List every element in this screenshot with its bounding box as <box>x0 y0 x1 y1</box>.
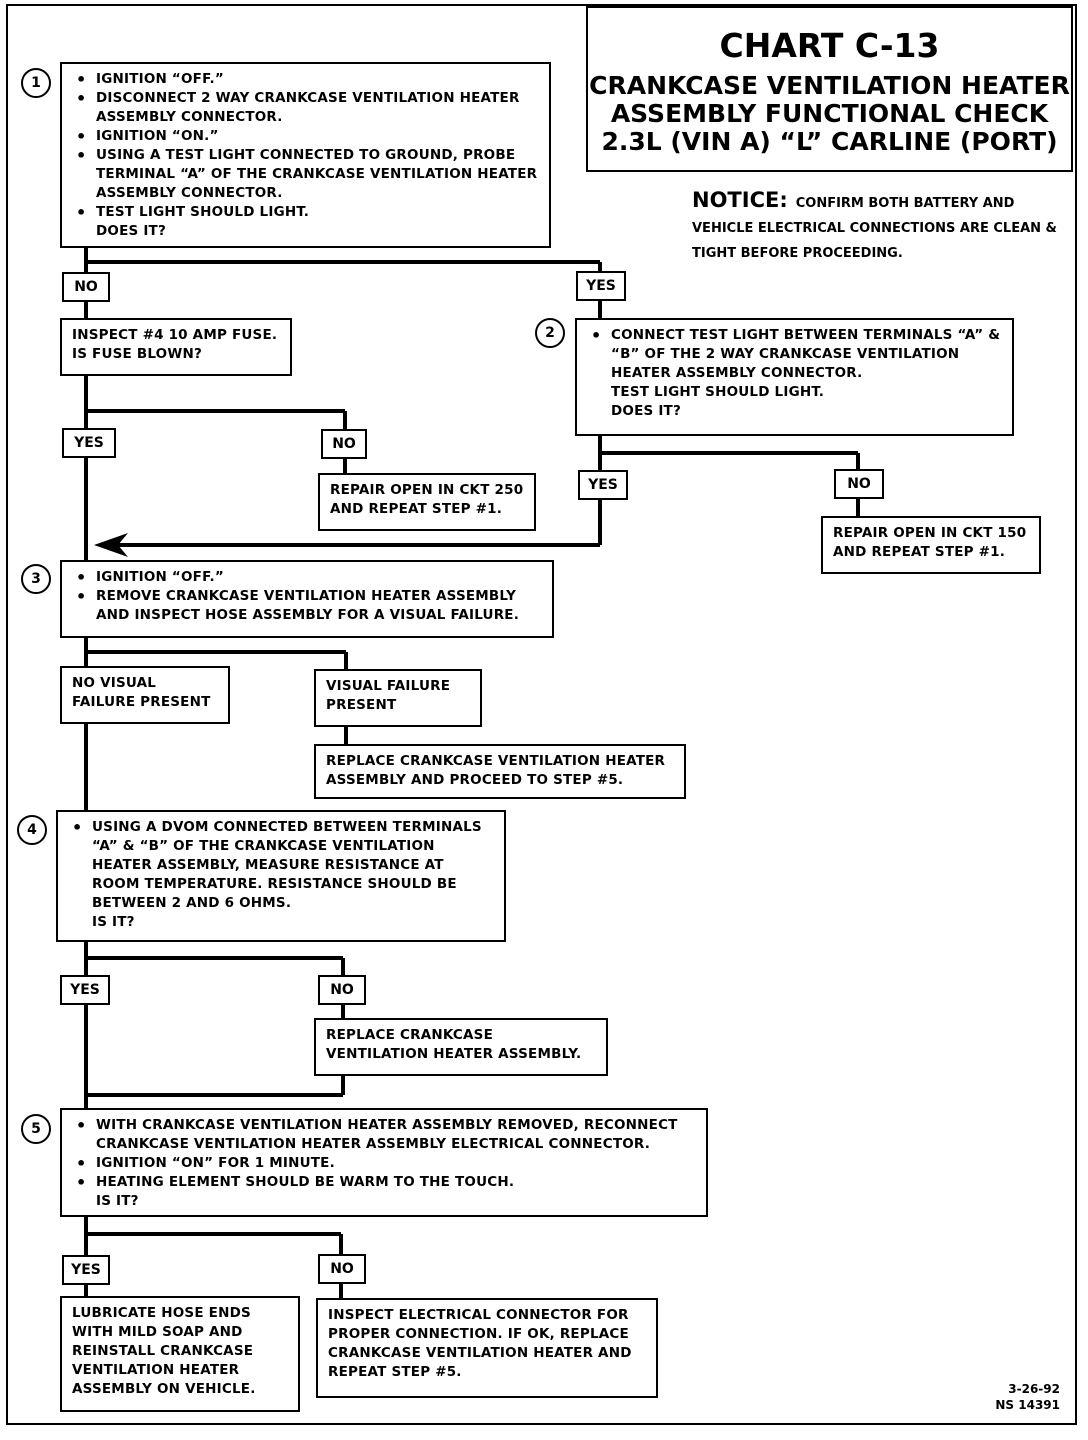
text-line: REPLACE CRANKCASE VENTILATION HEATER <box>326 753 666 769</box>
lubricate-hose-box: LUBRICATE HOSE ENDS WITH MILD SOAP AND R… <box>60 1296 300 1412</box>
list-item: IGNITION “ON.” <box>72 127 539 146</box>
page-border <box>6 4 1077 1425</box>
step-2-marker: 2 <box>535 318 565 348</box>
list-item: WITH CRANKCASE VENTILATION HEATER ASSEMB… <box>72 1116 696 1154</box>
notice-heading: NOTICE: <box>692 188 788 212</box>
text-line: REPAIR OPEN IN CKT 150 <box>833 525 1027 541</box>
repair-ckt-250-box: REPAIR OPEN IN CKT 250 AND REPEAT STEP #… <box>318 473 536 531</box>
replace-assembly-box: REPLACE CRANKCASE VENTILATION HEATER ASS… <box>314 1018 608 1076</box>
yes-label: YES <box>576 271 626 301</box>
footer-date: 3-26-92 <box>1008 1382 1060 1396</box>
list-item: IGNITION “ON” FOR 1 MINUTE. <box>72 1154 696 1173</box>
visual-failure-box: VISUAL FAILURE PRESENT <box>314 669 482 727</box>
list-item: HEATING ELEMENT SHOULD BE WARM TO THE TO… <box>72 1173 696 1192</box>
text-line: NO VISUAL <box>72 675 157 691</box>
step-3-list: IGNITION “OFF.” REMOVE CRANKCASE VENTILA… <box>72 568 542 625</box>
text-line: REINSTALL CRANKCASE <box>72 1343 254 1359</box>
subtitle-line: CRANKCASE VENTILATION HEATER <box>589 71 1070 100</box>
step-1-list: IGNITION “OFF.” DISCONNECT 2 WAY CRANKCA… <box>72 70 539 241</box>
text-line: VENTILATION HEATER <box>72 1362 240 1378</box>
text-line: REPEAT STEP #5. <box>328 1364 462 1380</box>
yes-label: YES <box>60 975 110 1005</box>
step-question: IS IT? <box>96 1193 139 1209</box>
list-item: REMOVE CRANKCASE VENTILATION HEATER ASSE… <box>72 587 542 625</box>
list-item: USING A TEST LIGHT CONNECTED TO GROUND, … <box>72 146 539 203</box>
chart-subtitle: CRANKCASE VENTILATION HEATER ASSEMBLY FU… <box>588 72 1071 156</box>
text-line: PROPER CONNECTION. IF OK, REPLACE <box>328 1326 629 1342</box>
text-line: ASSEMBLY ON VEHICLE. <box>72 1381 256 1397</box>
footer-reference: 3-26-92 NS 14391 <box>990 1381 1060 1413</box>
step-question: IS IT? <box>92 914 135 930</box>
step-1-box: IGNITION “OFF.” DISCONNECT 2 WAY CRANKCA… <box>60 62 551 248</box>
step-4-list: USING A DVOM CONNECTED BETWEEN TERMINALS… <box>68 818 494 932</box>
list-item: DISCONNECT 2 WAY CRANKCASE VENTILATION H… <box>72 89 539 127</box>
text-line: LUBRICATE HOSE ENDS <box>72 1305 251 1321</box>
yes-label: YES <box>62 1255 110 1285</box>
chart-title: CHART C-13 <box>719 26 940 65</box>
subtitle-line: ASSEMBLY FUNCTIONAL CHECK <box>610 99 1049 128</box>
list-item: USING A DVOM CONNECTED BETWEEN TERMINALS… <box>68 818 494 913</box>
step-4-box: USING A DVOM CONNECTED BETWEEN TERMINALS… <box>56 810 506 942</box>
text-line: AND REPEAT STEP #1. <box>833 544 1006 560</box>
text-line: ASSEMBLY AND PROCEED TO STEP #5. <box>326 772 624 788</box>
text-line: PRESENT <box>326 697 397 713</box>
yes-label: YES <box>62 428 116 458</box>
text-line: IS FUSE BLOWN? <box>72 346 202 362</box>
step-5-box: WITH CRANKCASE VENTILATION HEATER ASSEMB… <box>60 1108 708 1217</box>
inspect-connector-box: INSPECT ELECTRICAL CONNECTOR FOR PROPER … <box>316 1298 658 1398</box>
no-visual-failure-box: NO VISUAL FAILURE PRESENT <box>60 666 230 724</box>
no-label: NO <box>834 469 884 499</box>
step-2-list: CONNECT TEST LIGHT BETWEEN TERMINALS “A”… <box>587 326 1002 421</box>
text-line: INSPECT ELECTRICAL CONNECTOR FOR <box>328 1307 629 1323</box>
text-line: VENTILATION HEATER ASSEMBLY. <box>326 1046 582 1062</box>
inspect-fuse-box: INSPECT #4 10 AMP FUSE. IS FUSE BLOWN? <box>60 318 292 376</box>
step-question: DOES IT? <box>96 223 166 239</box>
step-question: DOES IT? <box>611 403 681 419</box>
step-3-marker: 3 <box>21 564 51 594</box>
no-label: NO <box>318 1254 366 1284</box>
step-5-list: WITH CRANKCASE VENTILATION HEATER ASSEMB… <box>72 1116 696 1211</box>
text-line: AND REPEAT STEP #1. <box>330 501 503 517</box>
title-block: CHART C-13 CRANKCASE VENTILATION HEATER … <box>586 6 1073 172</box>
notice: NOTICE:CONFIRM BOTH BATTERY AND VEHICLE … <box>692 188 1072 266</box>
text-line: FAILURE PRESENT <box>72 694 211 710</box>
list-item: CONNECT TEST LIGHT BETWEEN TERMINALS “A”… <box>587 326 1002 383</box>
list-item: IGNITION “OFF.” <box>72 568 542 587</box>
replace-and-proceed-box: REPLACE CRANKCASE VENTILATION HEATER ASS… <box>314 744 686 799</box>
step-1-marker: 1 <box>21 68 51 98</box>
text-line: WITH MILD SOAP AND <box>72 1324 243 1340</box>
step-2-box: CONNECT TEST LIGHT BETWEEN TERMINALS “A”… <box>575 318 1014 436</box>
repair-ckt-150-box: REPAIR OPEN IN CKT 150 AND REPEAT STEP #… <box>821 516 1041 574</box>
footer-code: NS 14391 <box>995 1398 1060 1412</box>
text-line: REPLACE CRANKCASE <box>326 1027 493 1043</box>
list-item: TEST LIGHT SHOULD LIGHT. <box>72 203 539 222</box>
text-line: VISUAL FAILURE <box>326 678 451 694</box>
text-line: CRANKCASE VENTILATION HEATER AND <box>328 1345 632 1361</box>
notice-text: CONFIRM BOTH BATTERY AND VEHICLE ELECTRI… <box>692 196 1057 261</box>
yes-label: YES <box>578 470 628 500</box>
step-5-marker: 5 <box>21 1114 51 1144</box>
text-line: REPAIR OPEN IN CKT 250 <box>330 482 524 498</box>
list-item: IGNITION “OFF.” <box>72 70 539 89</box>
subtitle-line: 2.3L (VIN A) “L” CARLINE (PORT) <box>601 127 1058 156</box>
step-3-box: IGNITION “OFF.” REMOVE CRANKCASE VENTILA… <box>60 560 554 638</box>
no-label: NO <box>62 272 110 302</box>
no-label: NO <box>318 975 366 1005</box>
text-line: TEST LIGHT SHOULD LIGHT. <box>611 384 825 400</box>
arrow-head-icon <box>94 533 128 557</box>
no-label: NO <box>321 429 367 459</box>
text-line: INSPECT #4 10 AMP FUSE. <box>72 327 278 343</box>
step-4-marker: 4 <box>17 815 47 845</box>
